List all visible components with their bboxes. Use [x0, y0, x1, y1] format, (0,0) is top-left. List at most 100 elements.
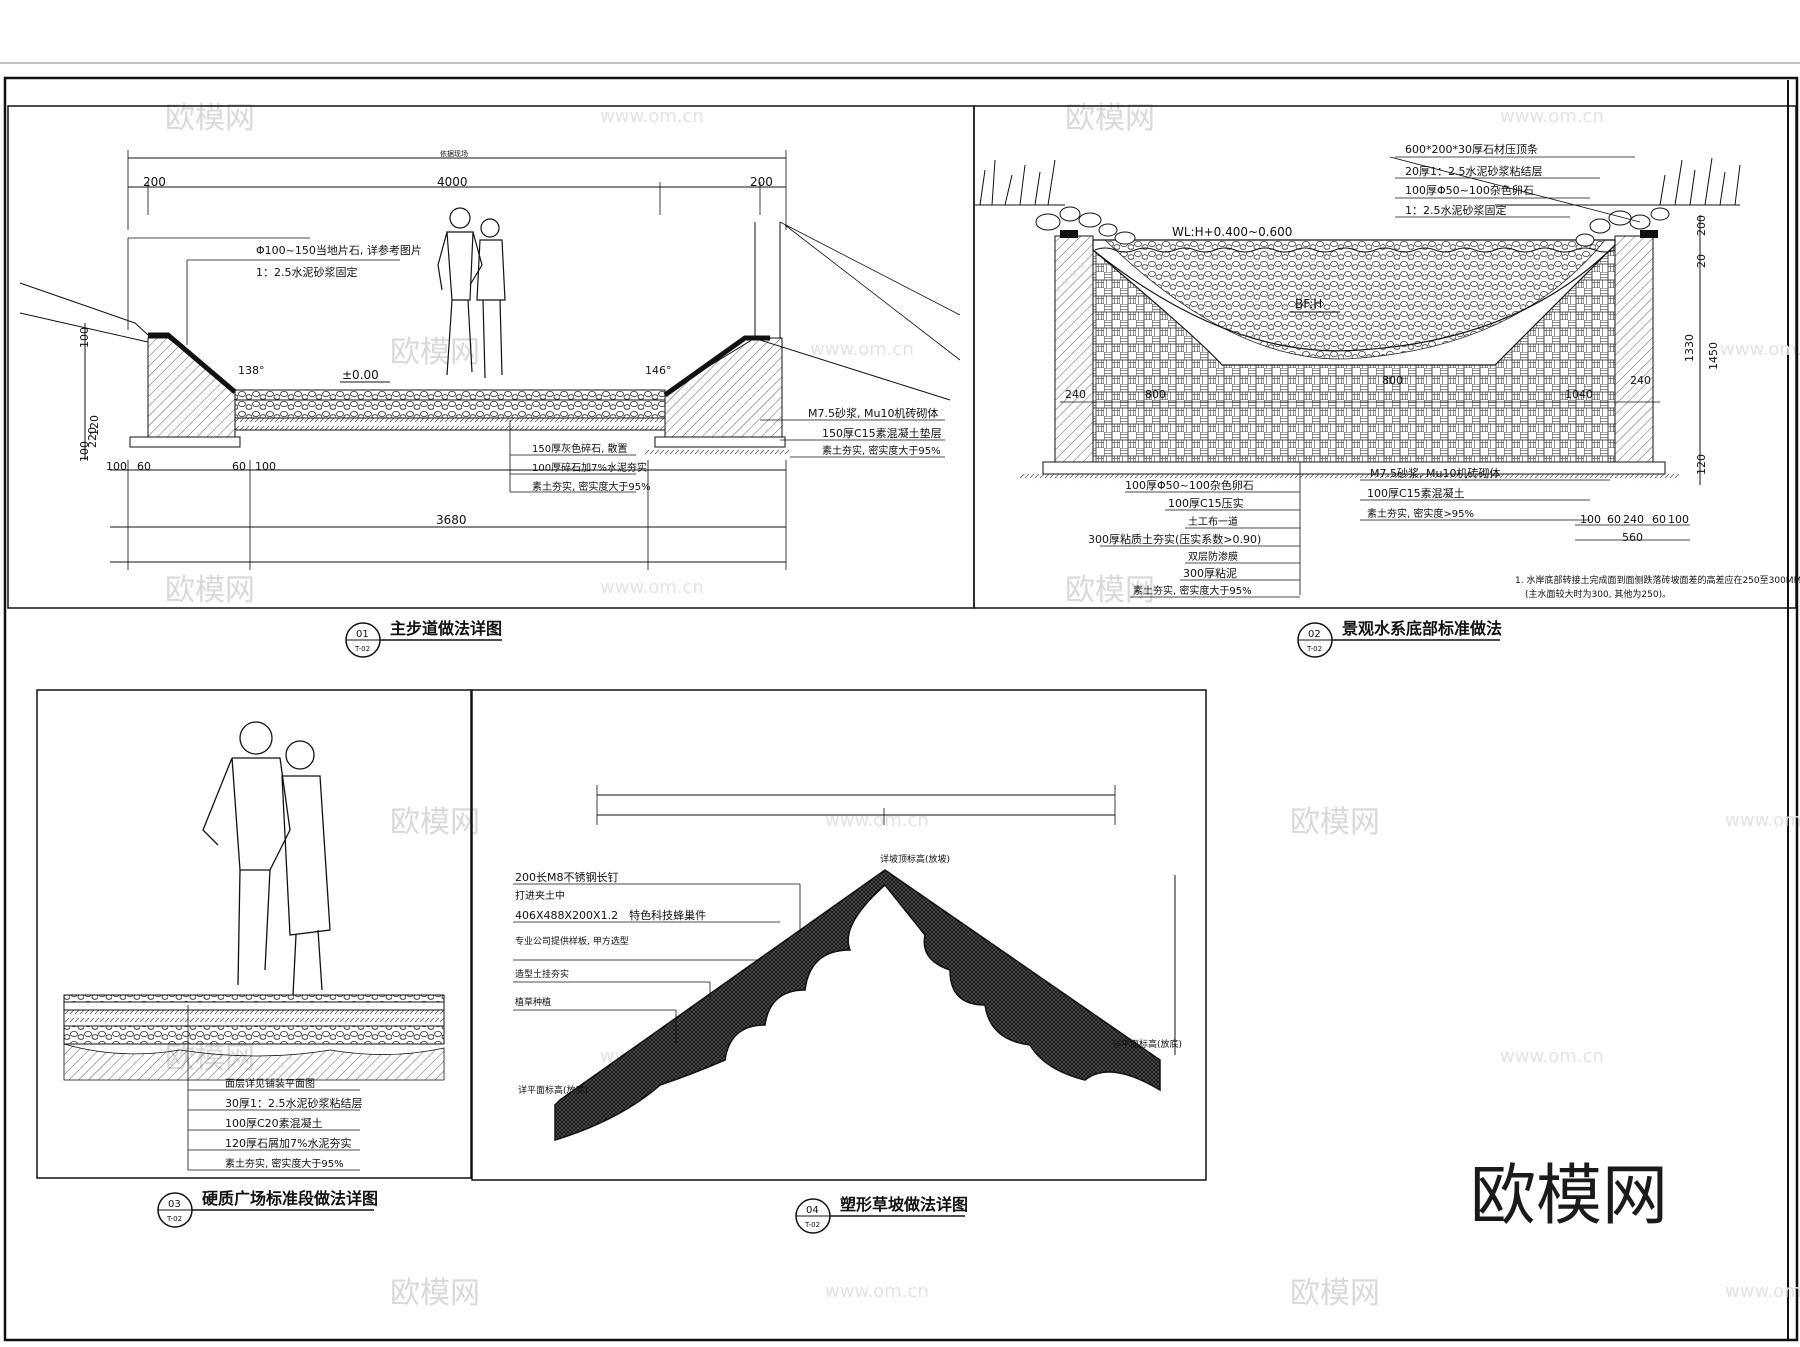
watermark-url: www.om.cn — [1720, 339, 1800, 360]
watermark-url: www.om.cn — [1500, 106, 1604, 127]
plaza-surface — [63, 994, 445, 1003]
dim-v220: 220 — [86, 427, 99, 448]
footing-left — [129, 436, 241, 448]
note-cement: 100厚碎石加7%水泥夯实 — [532, 461, 647, 474]
leader-top-1 — [1389, 156, 1641, 223]
detail-03-frame — [36, 689, 472, 1179]
dim-800b: 800 — [1382, 374, 1403, 387]
water-line — [1094, 247, 1616, 253]
dim-b100a: 100 — [106, 460, 127, 473]
watermark-text: 欧模网 — [1290, 805, 1380, 840]
dim-3680: 3680 — [436, 513, 467, 527]
footnote-line-1: 1. 水岸底部转接土完成面到面侧跌落砖坡面差的高差应在250至300MM — [1515, 574, 1800, 586]
note-br-soil: 素土夯实, 密实度>95% — [1367, 507, 1474, 520]
note-plaza-soil: 素土夯实, 密实度大于95% — [225, 1157, 344, 1170]
note-br-c15: 100厚C15素混凝土 — [1367, 486, 1465, 500]
sheet-border — [3, 76, 1799, 1342]
watermark-text: 欧模网 — [1290, 1276, 1380, 1311]
dim-s100: 100 — [1580, 513, 1601, 526]
dim-b100b: 100 — [255, 460, 276, 473]
detail-03-hard-plaza: 面层详见铺装平面图 30厚1：2.5水泥砂浆粘结层 100厚C20素混凝土 12… — [36, 689, 472, 1228]
plaza-gravel — [63, 1025, 445, 1045]
dim-800a: 800 — [1145, 388, 1166, 401]
label-slope-right: 详平面标高(放底) — [1112, 1038, 1182, 1050]
slope-right-leader — [779, 221, 961, 361]
watermark-text: 欧模网 — [165, 101, 255, 136]
slope-left-ground — [19, 312, 149, 343]
detail-02-water-bottom: WL:H+0.400~0.600 BF:H 240 800 800 1040 2… — [973, 105, 1800, 658]
dim-s60b: 60 — [1652, 513, 1666, 526]
note-bl-membrane: 双层防渗膜 — [1188, 550, 1238, 563]
watermark-url: www.om.cn — [1725, 1281, 1800, 1302]
watermark-url: www.om.cn — [1725, 810, 1800, 831]
grass-blades — [979, 157, 1741, 206]
dim-v100: 100 — [78, 327, 91, 348]
bottom-level-label: BF:H — [1295, 297, 1322, 311]
detail-04-frame — [471, 689, 1207, 1181]
left-wall — [1054, 235, 1094, 463]
detail-04-ref: T-02 — [804, 1221, 820, 1229]
note-coping: 600*200*30厚石材压顶条 — [1405, 142, 1538, 156]
watermark-text: 欧模网 — [390, 335, 480, 370]
watermark-url: www.om.cn — [1500, 1046, 1604, 1067]
note-plaza-gravel: 120厚石屑加7%水泥夯实 — [225, 1136, 351, 1150]
angle-left: 138° — [238, 364, 265, 377]
slope-honeycomb-body — [554, 869, 1161, 1142]
watermark-url: www.om.cn — [600, 577, 704, 598]
dim-v120: 120 — [88, 415, 101, 436]
brand-watermark: 欧模网 — [1470, 1157, 1668, 1234]
note-gravel: 150厚灰色碎石, 散置 — [532, 442, 627, 455]
watermark-text: 欧模网 — [390, 805, 480, 840]
note-bl-soil: 素土夯实, 密实度大于95% — [1133, 584, 1252, 597]
dim-s560: 560 — [1622, 531, 1643, 544]
dim-s240: 240 — [1623, 513, 1644, 526]
dim-s60: 60 — [1607, 513, 1621, 526]
note-soil-right: 素土夯实, 密实度大于95% — [822, 444, 941, 457]
note-bond-layer: 20厚1：2.5水泥砂浆粘结层 — [1405, 164, 1543, 178]
left-curb-cap — [148, 332, 237, 394]
note-plaza-mortar: 30厚1：2.5水泥砂浆粘结层 — [225, 1096, 363, 1110]
slope-right-line — [759, 339, 951, 401]
people-silhouette-1 — [437, 207, 506, 379]
note-drive-in: 打进夹土中 — [515, 889, 565, 902]
dim-240b: 240 — [1630, 374, 1651, 387]
detail-04-title-block: 04 T-02 塑形草坡做法详图 — [795, 1195, 968, 1234]
note-stone: Φ100~150当地片石, 详参考图片 — [256, 243, 422, 257]
detail-01-ref: T-02 — [354, 645, 370, 653]
dim-b60b: 60 — [232, 460, 246, 473]
right-coping — [1640, 230, 1658, 238]
note-steel-nail: 200长M8不锈钢长钉 — [515, 871, 619, 884]
watermark-text: 欧模网 — [390, 1276, 480, 1311]
dim-1040: 1040 — [1565, 388, 1593, 401]
detail-01-title-block: 01 T-02 主步道做法详图 — [345, 619, 502, 658]
people-silhouette-2 — [202, 721, 331, 996]
detail-03-ref: T-02 — [166, 1215, 182, 1223]
watermark-text: 欧模网 — [1065, 101, 1155, 136]
left-coping — [1060, 230, 1078, 238]
dim-v120b: 120 — [1695, 454, 1708, 475]
water-level-label: WL:H+0.400~0.600 — [1172, 225, 1292, 239]
right-wall — [1614, 235, 1654, 463]
pebbles-left — [1035, 206, 1136, 245]
dim-4000: 4000 — [437, 175, 468, 189]
watermark-url: www.om.cn — [810, 339, 914, 360]
detail-02-title: 景观水系底部标准做法 — [1342, 619, 1502, 638]
note-bl-geotextile: 土工布一道 — [1188, 515, 1238, 528]
note-plaza-concrete: 100厚C20素混凝土 — [225, 1116, 323, 1130]
note-planting: 植草种植 — [515, 996, 551, 1008]
dim-label-top-small: 依据现场 — [440, 149, 468, 158]
note-brick: M7.5砂浆, Mu10机砖砌体 — [808, 406, 938, 420]
detail-03-title: 硬质广场标准段做法详图 — [202, 1189, 378, 1208]
soil-right — [645, 447, 790, 454]
watermark-text: 欧模网 — [165, 573, 255, 608]
detail-02-ref: T-02 — [1306, 645, 1322, 653]
layer-base — [234, 417, 666, 431]
note-supplier: 专业公司提供样板, 甲方选型 — [515, 935, 629, 947]
watermark-url: www.om.cn — [600, 106, 704, 127]
note-mortar-top: 1：2.5水泥砂浆固定 — [1405, 203, 1507, 217]
note-plaza-surface: 面层详见铺装平面图 — [225, 1077, 315, 1090]
detail-04-title: 塑形草坡做法详图 — [840, 1195, 968, 1214]
note-bl-c15: 100厚C15压实 — [1168, 496, 1244, 510]
note-fill-soil: 造型土挂夯实 — [515, 968, 569, 980]
dim-v100b: 100 — [78, 441, 91, 462]
